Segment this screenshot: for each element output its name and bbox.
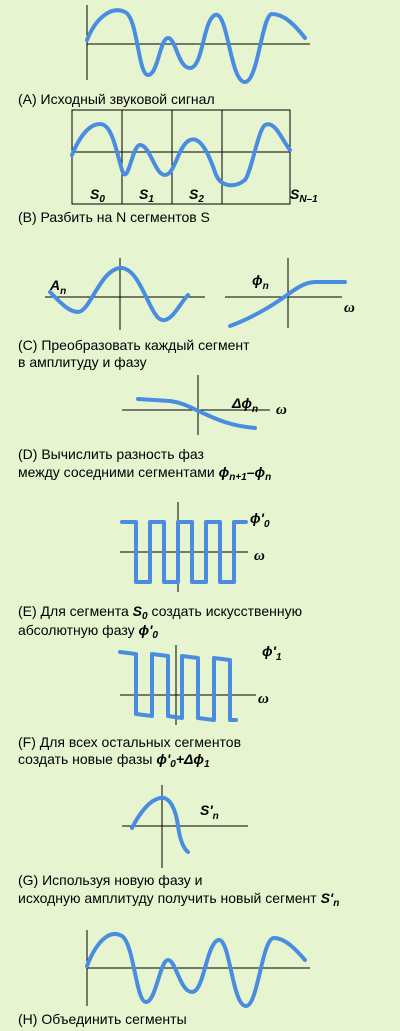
step-b-caption: (B) Разбить на N сегментов S [18, 209, 210, 225]
amplitude-label: An [49, 277, 66, 297]
phase-difference-curve [136, 397, 257, 430]
step-e-caption-line2: абсолютную фазу ϕ'0 [18, 622, 158, 641]
phase-label: ϕn [252, 272, 269, 292]
step-b-frame [71, 109, 291, 205]
segment-s0-label: S0 [90, 186, 105, 205]
step-f-phase-label: ϕ'1 [262, 643, 282, 663]
step-f-caption-line1: (F) Для всех остальных сегментов [18, 734, 241, 750]
step-g-caption-line2: исходную амплитуду получить новый сегмен… [18, 890, 339, 909]
step-b-graph: S0 S1 S2 SN–1 [70, 109, 318, 205]
step-d-caption-line1: (D) Вычислить разность фаз [18, 446, 204, 462]
shifted-square-phase-curve [118, 650, 238, 722]
step-a-graph [85, 5, 310, 84]
step-c-omega-label: ω [344, 300, 355, 316]
step-h-graph [85, 930, 310, 1008]
square-phase-curve [120, 520, 248, 584]
step-d-graph: Δϕn ω [122, 375, 287, 435]
step-f-graph: ϕ'1 ω [118, 643, 282, 725]
step-g-graph: S'n [122, 785, 248, 868]
phase-curve [228, 280, 347, 328]
segment-s2-label: S2 [189, 186, 204, 205]
delta-phase-label: Δϕn [231, 395, 258, 415]
step-e-omega-label: ω [254, 548, 265, 564]
step-c-caption-line2: в амплитуду и фазу [18, 354, 147, 370]
step-d-caption-line2: между соседними сегментами ϕn+1–ϕn [18, 464, 271, 483]
new-segment-curve [130, 795, 190, 854]
step-c-caption-line1: (C) Преобразовать каждый сегмент [18, 337, 250, 353]
step-h-caption: (H) Объединить сегменты [18, 1011, 187, 1027]
step-b-waveform [70, 122, 292, 188]
new-segment-label: S'n [200, 802, 219, 822]
step-c-graphs: An ϕn ω [45, 258, 355, 330]
segment-s1-label: S1 [139, 186, 154, 205]
step-f-omega-label: ω [258, 691, 269, 707]
step-a-waveform [85, 8, 307, 84]
step-g-caption-line1: (G) Используя новую фазу и [18, 872, 202, 888]
step-e-phase-label: ϕ'0 [250, 510, 270, 530]
amplitude-curve [48, 266, 190, 323]
step-f-caption-line2: создать новые фазы ϕ'0+Δϕ1 [18, 751, 210, 770]
step-d-omega-label: ω [276, 402, 287, 418]
step-a-caption: (A) Исходный звуковой сигнал [18, 91, 215, 107]
segment-sn-label: SN–1 [290, 186, 318, 205]
step-e-graph: ϕ'0 ω [120, 502, 270, 592]
phase-difference-formula: ϕ [219, 464, 230, 480]
merged-waveform [85, 932, 307, 1008]
